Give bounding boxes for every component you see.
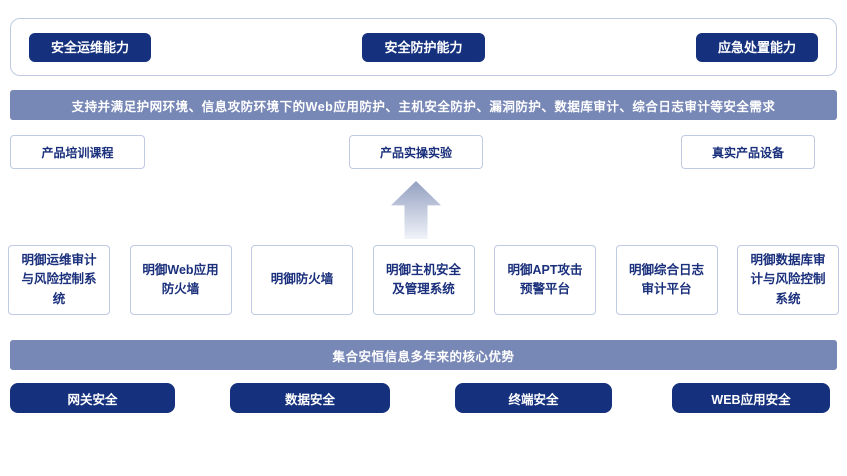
product-row: 明御运维审计与风险控制系统 明御Web应用防火墙 明御防火墙 明御主机安全及管理… [8,245,839,315]
requirements-banner: 支持并满足护网环境、信息攻防环境下的Web应用防护、主机安全防护、漏洞防护、数据… [10,90,837,120]
capability-protection-badge: 安全防护能力 [362,32,485,62]
category-endpoint-security: 终端安全 [455,383,612,413]
category-web-app-security: WEB应用安全 [672,383,830,413]
product-box-db-audit: 明御数据库审计与风险控制系统 [737,245,839,315]
advantage-banner: 集合安恒信息多年来的核心优势 [10,340,837,370]
capabilities-panel: 安全运维能力 安全防护能力 应急处置能力 [10,18,837,76]
capability-emergency-badge: 应急处置能力 [695,32,818,62]
product-box-web-firewall: 明御Web应用防火墙 [129,245,232,315]
training-course-box: 产品培训课程 [10,135,145,169]
product-box-log-audit: 明御综合日志审计平台 [615,245,718,315]
category-data-security: 数据安全 [230,383,390,413]
practical-lab-box: 产品实操实验 [349,135,483,169]
product-box-ops-audit: 明御运维审计与风险控制系统 [8,245,110,315]
product-box-host-security: 明御主机安全及管理系统 [372,245,475,315]
up-arrow-icon [391,181,441,239]
category-gateway-security: 网关安全 [10,383,175,413]
product-box-apt-warning: 明御APT攻击预警平台 [494,245,596,315]
capability-ops-badge: 安全运维能力 [29,32,152,62]
real-device-box: 真实产品设备 [681,135,815,169]
product-box-firewall: 明御防火墙 [251,245,353,315]
